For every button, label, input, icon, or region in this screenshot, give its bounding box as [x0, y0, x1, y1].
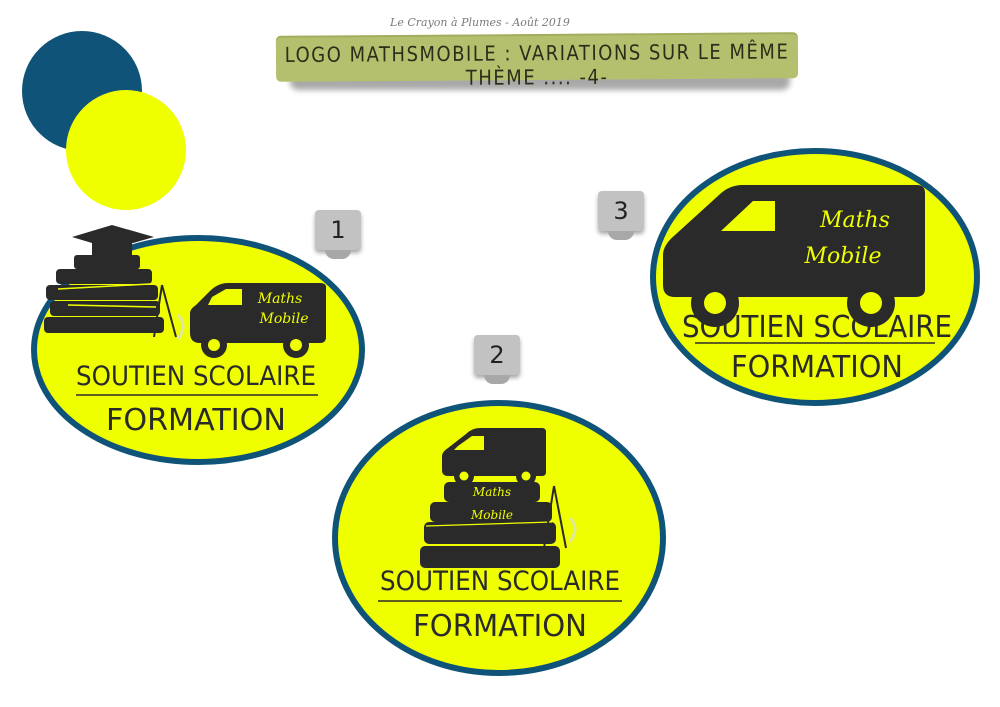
books-stack-icon [420, 482, 560, 568]
van-icon [442, 428, 546, 486]
header-script-line: Le Crayon à Plumes - Août 2019 [390, 16, 570, 29]
badge-1: 1 [315, 210, 361, 259]
badge-3: 3 [598, 191, 644, 240]
logo-3-line1: SOUTIEN SCOLAIRE [682, 310, 952, 345]
books-stack-icon [44, 225, 169, 333]
van-text-line2: Mobile [804, 244, 882, 269]
logo-2-line2: FORMATION [413, 609, 587, 644]
logo-2: Maths Mobile SOUTIEN SCOLAIRE FORMATION [332, 400, 666, 676]
logo-2-line1: SOUTIEN SCOLAIRE [380, 566, 620, 597]
van-icon [663, 185, 925, 327]
logo-1: Maths Mobile SOUTIEN SCOLAIRE FORMATION [31, 225, 365, 465]
compass-icon [153, 284, 185, 340]
banner-title: LOGO MATHSMOBILE : VARIATIONS SUR LE MÊM… [284, 40, 790, 91]
van-text-line2: Mobile [470, 508, 513, 522]
logo-1-line2: FORMATION [106, 403, 286, 438]
title-banner: LOGO MATHSMOBILE : VARIATIONS SUR LE MÊM… [275, 32, 799, 91]
logo-1-line1: SOUTIEN SCOLAIRE [76, 361, 316, 392]
van-text-line1: Maths [819, 208, 890, 233]
van-text-line1: Maths [472, 485, 511, 499]
van-text-line1: Maths [257, 291, 303, 307]
van-text-line2: Mobile [259, 311, 309, 327]
van-icon [190, 283, 326, 358]
yellow-swatch [66, 90, 186, 210]
logo-3-line2: FORMATION [731, 350, 903, 385]
compass-icon [543, 485, 577, 549]
logo-3: Maths Mobile SOUTIEN SCOLAIRE FORMATION [650, 148, 980, 406]
badge-2: 2 [474, 335, 520, 384]
